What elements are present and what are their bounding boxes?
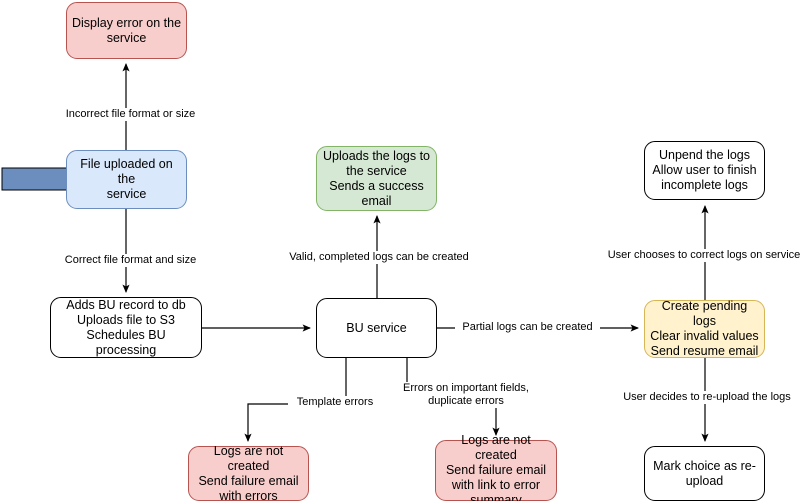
node-logs-not-created-error-summary[interactable]: Logs are not created Send failure email … — [435, 433, 557, 501]
node-mark-choice-reupload[interactable]: Mark choice as re- upload — [644, 446, 765, 501]
edge-label-correct-file-format: Correct file format and size — [56, 254, 205, 267]
node-adds-bu-record[interactable]: Adds BU record to db Uploads file to S3 … — [50, 297, 202, 358]
node-create-pending-logs[interactable]: Create pending logs Clear invalid values… — [644, 299, 765, 358]
node-bu-service[interactable]: BU service — [316, 298, 437, 358]
node-display-error[interactable]: Display error on the service — [66, 2, 187, 59]
node-file-uploaded[interactable]: File uploaded on the service — [66, 150, 187, 209]
edge-label-valid-completed-logs: Valid, completed logs can be created — [282, 251, 476, 264]
edge-label-user-decides-reupload: User decides to re-upload the logs — [616, 391, 798, 404]
edge-label-errors-important-fields: Errors on important fields, duplicate er… — [394, 382, 538, 408]
node-unpend-logs[interactable]: Unpend the logs Allow user to finish inc… — [644, 141, 765, 200]
node-logs-not-created-with-errors[interactable]: Logs are not created Send failure email … — [188, 444, 309, 501]
node-uploads-logs[interactable]: Uploads the logs to the service Sends a … — [316, 146, 437, 211]
edge-label-partial-logs: Partial logs can be created — [455, 321, 600, 334]
edge-label-template-errors: Template errors — [288, 396, 382, 409]
edge-label-incorrect-file-format: Incorrect file format or size — [56, 108, 205, 121]
edge-label-user-chooses-correct: User chooses to correct logs on service — [602, 249, 801, 262]
